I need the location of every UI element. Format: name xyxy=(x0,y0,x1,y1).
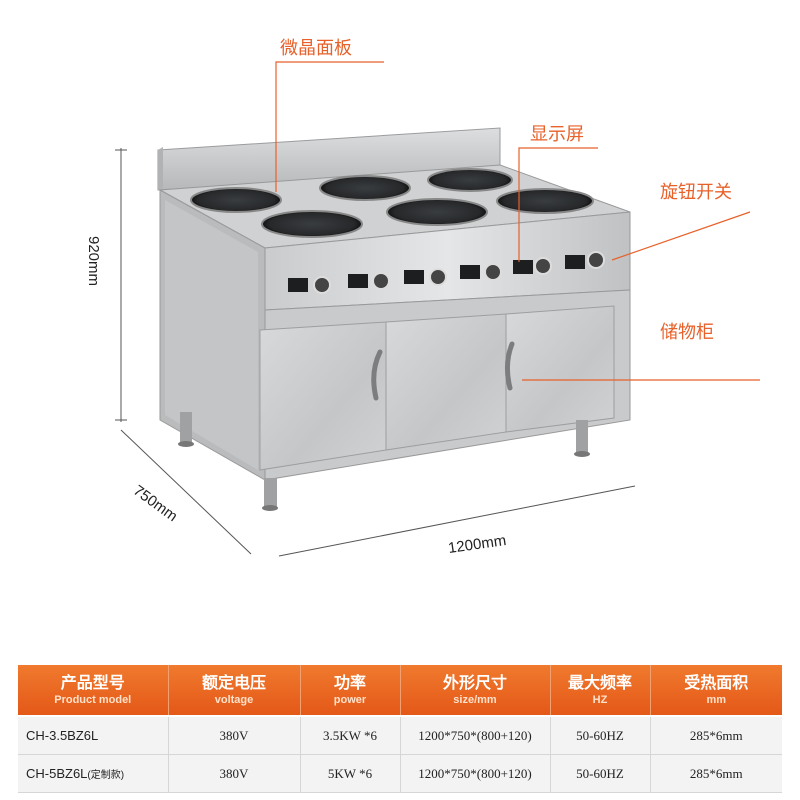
cell-power: 5KW *6 xyxy=(300,754,401,793)
display-module xyxy=(460,263,502,281)
knob-icon xyxy=(372,272,390,290)
table-row: CH-3.5BZ6L 380V 3.5KW *6 1200*750*(800+1… xyxy=(18,716,782,755)
cell-heating-area: 285*6mm xyxy=(650,754,782,793)
cell-model: CH-5BZ6L(定制款) xyxy=(18,754,169,793)
callout-knob: 旋钮开关 xyxy=(660,182,732,203)
door-handle xyxy=(371,349,383,401)
display-module xyxy=(288,276,331,294)
burner xyxy=(386,198,488,226)
callout-cabinet: 储物柜 xyxy=(660,322,714,343)
display-module xyxy=(513,257,552,275)
knob-icon xyxy=(534,257,552,275)
cabinet-door-left xyxy=(259,321,387,471)
induction-burners xyxy=(190,168,594,238)
dimension-height: 920mm xyxy=(85,236,102,287)
cell-frequency: 50-60HZ xyxy=(550,716,651,755)
cell-power: 3.5KW *6 xyxy=(300,716,401,755)
burner xyxy=(190,187,282,213)
dimension-lines xyxy=(115,148,636,557)
cell-model: CH-3.5BZ6L xyxy=(18,716,169,755)
stove-cabinet-drawing xyxy=(115,61,760,557)
burner xyxy=(427,168,513,192)
cabinet-front xyxy=(259,289,631,481)
cabinet-side xyxy=(159,189,266,481)
burner xyxy=(261,210,363,238)
product-illustration: 微晶面板 显示屏 旋钮开关 储物柜 920mm 750mm 1200mm xyxy=(85,38,760,557)
display-module xyxy=(348,272,390,290)
burner xyxy=(319,175,411,201)
knob-icon xyxy=(484,263,502,281)
callout-display: 显示屏 xyxy=(530,124,584,145)
cell-voltage: 380V xyxy=(168,716,301,755)
display-module xyxy=(404,268,447,286)
cell-voltage: 380V xyxy=(168,754,301,793)
cabinet-door-middle xyxy=(385,313,507,451)
door-handle xyxy=(504,341,515,391)
cell-size: 1200*750*(800+120) xyxy=(400,754,551,793)
display-module xyxy=(565,251,605,269)
callout-lines xyxy=(275,61,760,381)
knob-icon xyxy=(429,268,447,286)
control-modules xyxy=(288,251,605,294)
table-row: CH-5BZ6L(定制款) 380V 5KW *6 1200*750*(800+… xyxy=(18,754,782,793)
knob-icon xyxy=(313,276,331,294)
cell-heating-area: 285*6mm xyxy=(650,716,782,755)
cabinet-door-right xyxy=(505,305,615,433)
burner xyxy=(496,188,594,214)
cabinet-legs xyxy=(178,412,590,511)
cell-size: 1200*750*(800+120) xyxy=(400,716,551,755)
callout-panel: 微晶面板 xyxy=(280,38,352,59)
cell-frequency: 50-60HZ xyxy=(550,754,651,793)
knob-icon xyxy=(587,251,605,269)
